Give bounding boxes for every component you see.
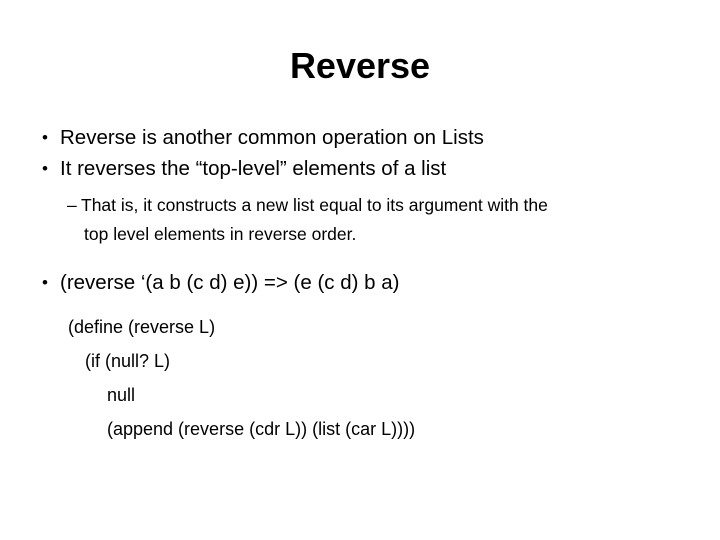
code-line: (define (reverse L) <box>68 317 216 337</box>
bullet-text: Reverse is another common operation on L… <box>60 126 484 149</box>
bullet-marker-icon: • <box>42 159 48 178</box>
page-title: Reverse <box>289 45 431 86</box>
sub-bullet-group: – That is, it constructs a new list equa… <box>0 191 720 249</box>
code-block: (define (reverse L) (if (null? L) null (… <box>0 310 720 446</box>
sub-bullet-text: That is, it constructs a new list equal … <box>81 191 686 249</box>
dash-marker-icon: – <box>67 195 77 215</box>
example-expression-text: (reverse ‘(a b (c d) e)) => (e (c d) b a… <box>60 271 400 294</box>
bullet-text: It reverses the “top-level” elements of … <box>60 157 447 180</box>
sub-bullet-line-2: top level elements in reverse order. <box>84 224 357 244</box>
list-item: – That is, it constructs a new list equa… <box>0 191 720 249</box>
code-line: (append (reverse (cdr L)) (list (car L))… <box>107 419 416 439</box>
bullet-marker-icon: • <box>42 128 48 147</box>
list-item: • Reverse is another common operation on… <box>0 122 720 153</box>
list-item: • (reverse ‘(a b (c d) e)) => (e (c d) b… <box>0 267 720 298</box>
list-item: • It reverses the “top-level” elements o… <box>0 153 720 184</box>
slide-body: • Reverse is another common operation on… <box>0 122 720 298</box>
code-line: (if (null? L) <box>85 351 171 371</box>
sub-bullet-line-1: That is, it constructs a new list equal … <box>81 195 548 215</box>
code-line: null <box>107 385 136 405</box>
bullet-marker-icon: • <box>42 273 48 292</box>
